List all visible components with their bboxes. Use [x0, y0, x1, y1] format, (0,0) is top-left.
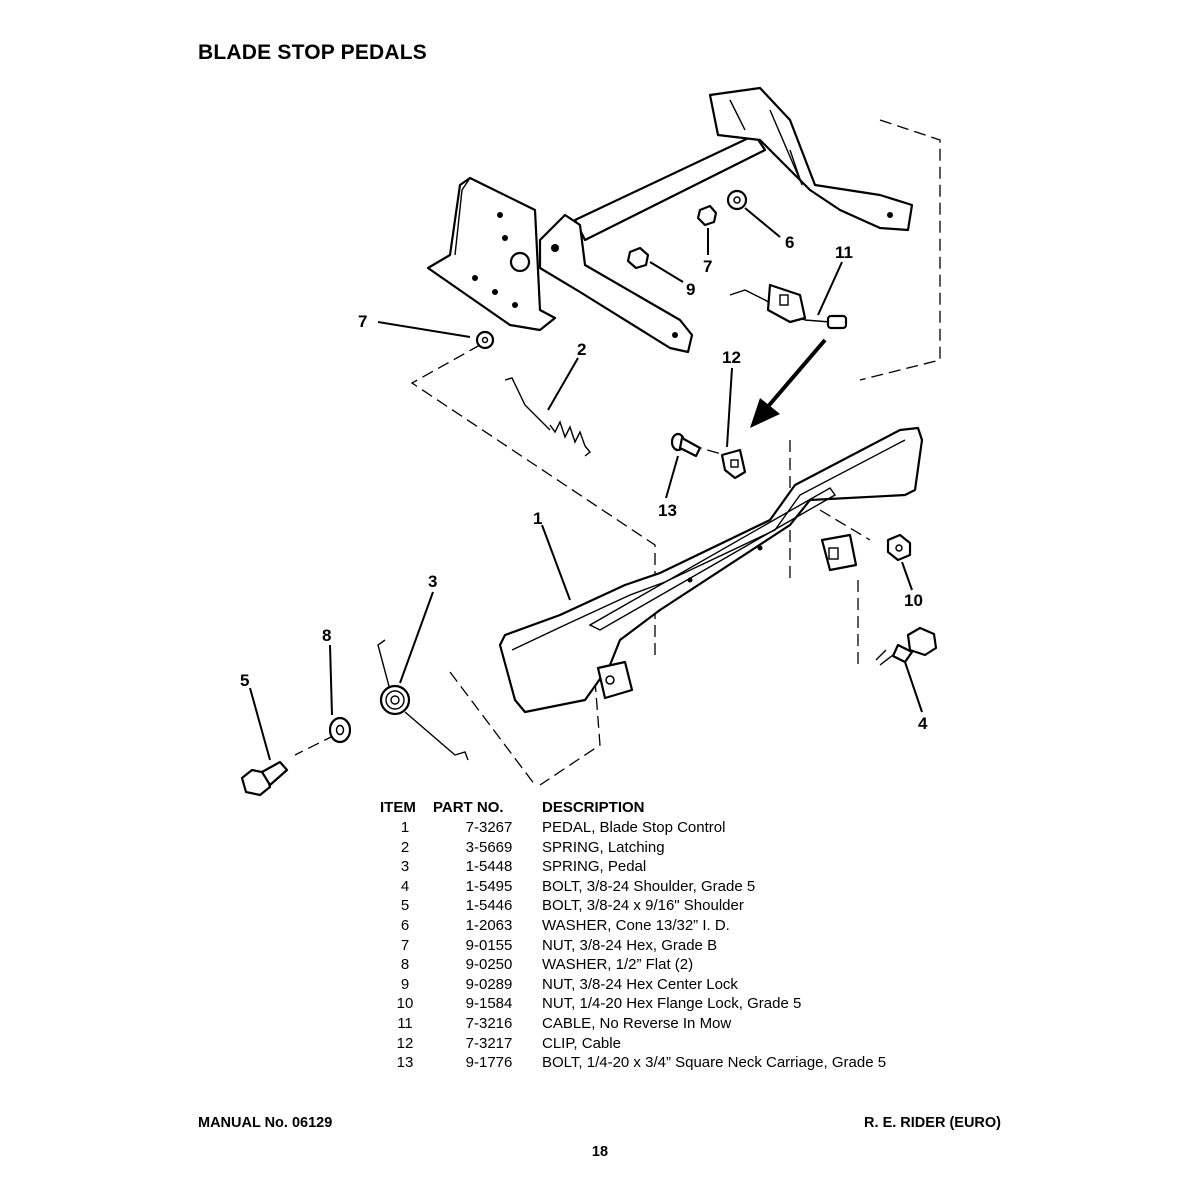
part-description: BOLT, 1/4-20 x 3/4” Square Neck Carriage… [542, 1054, 887, 1072]
center-lock-nut-9 [626, 246, 650, 270]
item-number: 7 [400, 936, 410, 954]
latching-spring-2 [504, 377, 591, 457]
table-row: 4 1-5495 BOLT, 3/8-24 Shoulder, Grade 5 [380, 877, 886, 897]
table-row: 10 9-1584 NUT, 1/4-20 Hex Flange Lock, Gra… [380, 994, 886, 1014]
item-number: 1 [400, 819, 410, 836]
callout-4: 4 [918, 714, 928, 733]
callout-3: 3 [428, 572, 437, 591]
item-number: 6 [400, 916, 410, 934]
table-header-row: ITEM PART NO. DESCRIPTION [380, 797, 886, 818]
header-part-no: PART NO. [433, 798, 504, 816]
callout-11: 11 [835, 243, 853, 262]
table-row: 6 1-2063 WASHER, Cone 13/32” I. D. [380, 916, 886, 936]
table-row: 5 1-5446 BOLT, 3/8-24 x 9/16" Shoulder [380, 896, 886, 916]
leader-lines [249, 207, 923, 761]
model-name: R. E. RIDER (EURO) [864, 1115, 1001, 1131]
callout-9: 9 [686, 280, 695, 299]
part-description: NUT, 1/4-20 Hex Flange Lock, Grade 5 [542, 995, 802, 1013]
table-row: 11 7-3216 CABLE, No Reverse In Mow [380, 1014, 886, 1034]
part-description: SPRING, Pedal [542, 858, 647, 876]
part-number: 7-3217 [465, 1034, 513, 1052]
shoulder-bolt-4 [875, 626, 938, 666]
item-number: 13 [396, 1054, 414, 1072]
callout-numbers: 7 2 7 6 9 11 12 13 1 10 4 3 8 5 [240, 233, 928, 733]
item-number: 10 [396, 995, 414, 1013]
part-number: 9-0250 [465, 956, 513, 974]
parts-list-table: ITEM PART NO. DESCRIPTION 1 7-3267 PEDAL, … [380, 797, 886, 1073]
callout-1: 1 [533, 509, 542, 528]
item-number: 12 [396, 1034, 414, 1052]
part-description: BOLT, 3/8-24 x 9/16" Shoulder [542, 897, 744, 915]
callout-8: 8 [322, 626, 331, 645]
part-number: 3-5669 [465, 838, 513, 856]
assembly-lines [294, 119, 941, 786]
flange-lock-nut-10 [886, 533, 912, 562]
flat-washer-8 [328, 716, 352, 744]
part-description: CABLE, No Reverse In Mow [542, 1014, 732, 1032]
part-description: NUT, 3/8-24 Hex Center Lock [542, 975, 738, 993]
table-row: 3 1-5448 SPRING, Pedal [380, 857, 886, 877]
part-number: 9-0289 [465, 975, 513, 993]
cable-11 [729, 283, 848, 330]
table-row: 2 3-5669 SPRING, Latching [380, 838, 886, 858]
callout-2: 2 [577, 340, 586, 359]
part-number: 9-1584 [465, 995, 513, 1013]
table-row: 8 9-0250 WASHER, 1/2” Flat (2) [380, 955, 886, 975]
callout-7b: 7 [703, 257, 712, 276]
carriage-bolt-13 [670, 432, 702, 458]
part-number: 9-0155 [465, 936, 513, 954]
part-number: 1-5448 [465, 858, 513, 876]
callout-13: 13 [658, 501, 677, 520]
item-number: 5 [400, 897, 410, 915]
part-description: PEDAL, Blade Stop Control [542, 819, 726, 836]
item-number: 4 [400, 877, 410, 895]
direction-arrow [750, 338, 827, 428]
table-row: 1 7-3267 PEDAL, Blade Stop Control [380, 818, 886, 838]
header-description: DESCRIPTION [542, 798, 645, 816]
hex-nut-7 [696, 204, 718, 227]
item-number: 9 [400, 975, 410, 993]
part-number: 7-3267 [465, 819, 513, 836]
part-number: 7-3216 [465, 1014, 513, 1032]
part-description: WASHER, Cone 13/32” I. D. [542, 916, 730, 934]
part-description: SPRING, Latching [542, 838, 665, 856]
table-row: 12 7-3217 CLIP, Cable [380, 1034, 886, 1054]
header-item: ITEM [380, 798, 416, 816]
part-number: 9-1776 [465, 1054, 513, 1072]
pedal-shaft-frame [426, 86, 914, 354]
item-number: 3 [400, 858, 410, 876]
item-number: 8 [400, 956, 410, 974]
callout-10: 10 [904, 591, 923, 610]
shoulder-bolt-5 [240, 760, 289, 797]
upper-hardware [475, 189, 748, 350]
callout-5: 5 [240, 671, 249, 690]
pedal-spring-3 [377, 639, 469, 761]
part-number: 1-2063 [465, 916, 513, 934]
callout-12: 12 [722, 348, 741, 367]
table-row: 9 9-0289 NUT, 3/8-24 Hex Center Lock [380, 975, 886, 995]
item-number: 2 [400, 838, 410, 856]
pedal-1 [498, 426, 924, 714]
manual-number: MANUAL No. 06129 [198, 1115, 333, 1131]
callout-6: 6 [785, 233, 794, 252]
cable-clip-12 [720, 448, 747, 480]
part-description: WASHER, 1/2” Flat (2) [542, 956, 694, 974]
part-number: 1-5446 [465, 897, 513, 915]
part-description: BOLT, 3/8-24 Shoulder, Grade 5 [542, 877, 756, 895]
page-title: BLADE STOP PEDALS [198, 41, 427, 64]
page-number: 18 [591, 1144, 609, 1160]
part-description: CLIP, Cable [542, 1034, 621, 1052]
part-number: 1-5495 [465, 877, 513, 895]
part-description: NUT, 3/8-24 Hex, Grade B [542, 936, 718, 954]
item-number: 11 [397, 1014, 413, 1032]
exploded-parts-diagram: 7 2 7 6 9 11 12 13 1 10 4 3 8 5 [240, 86, 941, 797]
table-row: 13 9-1776 BOLT, 1/4-20 x 3/4” Square Neck … [380, 1053, 886, 1073]
callout-7a: 7 [358, 312, 367, 331]
table-row: 7 9-0155 NUT, 3/8-24 Hex, Grade B [380, 936, 886, 956]
